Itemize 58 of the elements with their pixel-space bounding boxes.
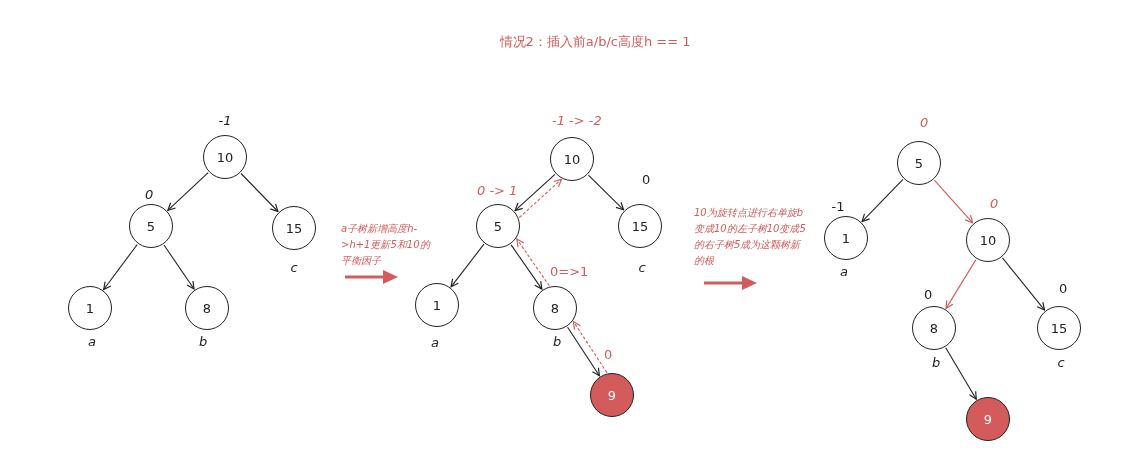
arrow	[945, 347, 977, 400]
balance-factor-label: 0	[990, 196, 999, 212]
dashed-arrow	[516, 238, 550, 287]
balance-factor-label: 0	[604, 347, 613, 363]
tree-node-circle: 10	[550, 137, 594, 181]
subtree-label: c	[1057, 355, 1065, 371]
tree-node-circle: 9	[590, 373, 634, 417]
tree-node-circle: 10	[966, 218, 1010, 262]
tree-node-circle: 9	[966, 397, 1010, 441]
arrow	[514, 173, 556, 212]
tree-node-circle: 15	[1037, 306, 1081, 350]
arrow	[510, 244, 543, 290]
arrow	[861, 178, 904, 223]
balance-factor-label: 0	[924, 287, 933, 303]
subtree-label: c	[290, 260, 298, 276]
arrow	[933, 179, 974, 224]
tree-node-circle: 15	[272, 206, 316, 250]
arrow	[240, 172, 279, 213]
annotation-note: 10为旋转点进行右单旋b变成10的左子树10变成5的右子树5成为这颗树新的根	[694, 206, 806, 268]
tree-node-circle: 10	[203, 135, 247, 179]
balance-factor-label: 0	[1059, 281, 1068, 297]
dashed-arrow	[518, 178, 562, 219]
tree-node-circle: 1	[68, 286, 112, 330]
subtree-label: a	[431, 335, 439, 351]
arrow	[567, 326, 600, 377]
tree-node-circle: 8	[912, 306, 956, 350]
arrow	[167, 172, 209, 211]
tree-node-circle: 8	[185, 286, 229, 330]
tree-node-circle: 5	[129, 204, 173, 248]
arrow	[103, 243, 138, 291]
tree-node-circle: 5	[897, 141, 941, 185]
balance-factor-label: 0	[642, 172, 651, 188]
tree-node-circle: 15	[618, 204, 662, 248]
tree-node-circle: 8	[533, 286, 577, 330]
arrow	[945, 259, 977, 309]
dashed-arrow	[572, 321, 608, 374]
subtree-label: a	[840, 264, 848, 280]
subtree-label: a	[88, 334, 96, 350]
tree-node-circle: 1	[824, 216, 868, 260]
tree-node-circle: 1	[415, 283, 459, 327]
balance-factor-label: 0 -> 1	[477, 183, 518, 199]
balance-factor-label: -1 -> -2	[552, 113, 602, 129]
subtree-label: c	[638, 260, 646, 276]
tree-node-circle: 5	[476, 204, 520, 248]
subtree-label: b	[199, 334, 208, 350]
subtree-label: b	[553, 334, 562, 350]
balance-factor-label: -1	[831, 199, 845, 215]
balance-factor-label: 0=>1	[550, 264, 589, 280]
arrow	[163, 244, 195, 290]
arrow	[450, 243, 485, 288]
balance-factor-label: 0	[920, 115, 929, 131]
arrow	[587, 174, 625, 211]
balance-factor-label: 0	[145, 187, 154, 203]
annotation-note: a子树新增高度h->h+1更新5和10的平衡因子	[341, 222, 432, 268]
arrow	[1001, 257, 1046, 311]
subtree-label: b	[932, 355, 941, 371]
balance-factor-label: -1	[218, 113, 232, 129]
diagram-title: 情况2：插入前a/b/c高度h == 1	[498, 33, 692, 51]
